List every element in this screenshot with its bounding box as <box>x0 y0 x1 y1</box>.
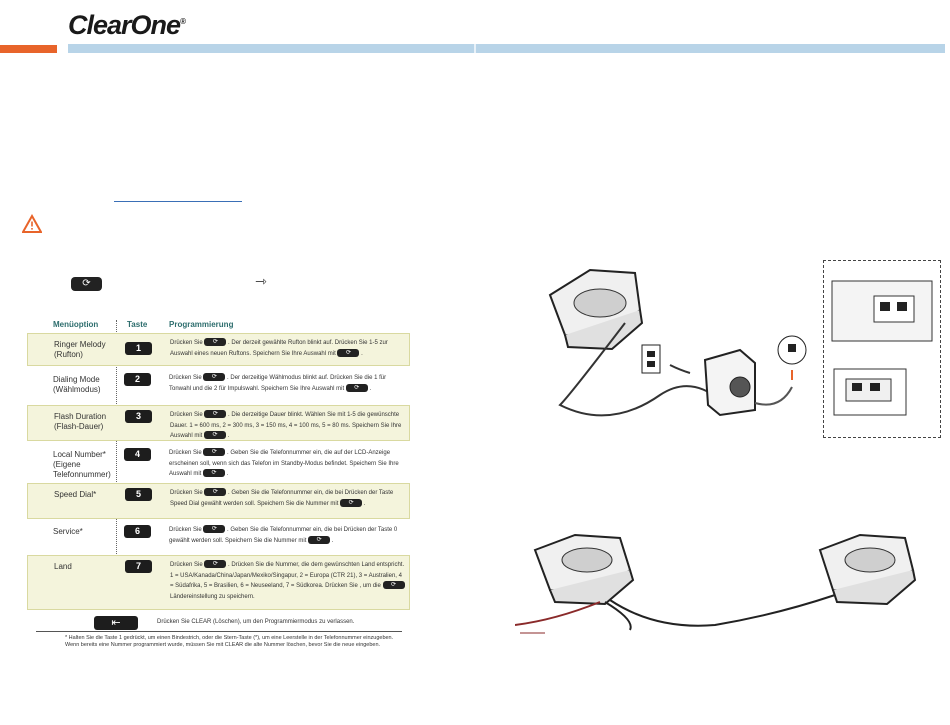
hyperlink-underline[interactable] <box>114 201 242 202</box>
menu-key-icon: ⟳ <box>382 581 405 590</box>
key-badge: 4 <box>124 448 151 461</box>
description-text: 4 = 100 ms, 5 = 80 ms. Speichern Sie Ihr… <box>170 422 402 440</box>
menu-key-icon: ⟳ <box>204 488 227 497</box>
programming-description: Drücken Sie ⟳ . Geben Sie die Telefonnum… <box>170 488 406 509</box>
key-badge: 2 <box>124 373 151 386</box>
accent-bar <box>0 45 57 53</box>
table-row: Service* 6 Drücken Sie ⟳ . Geben Sie die T… <box>27 521 410 553</box>
key-badge: 7 <box>125 560 152 573</box>
clear-instruction: Drücken Sie CLEAR (Löschen), um den Prog… <box>157 619 355 625</box>
daisy-chain-diagram <box>515 533 917 634</box>
description-text: 2 = Europa (CTR 21), 3 = Australien, 4 =… <box>170 572 402 590</box>
header-key: Taste <box>127 320 148 329</box>
programming-description: Drücken Sie ⟳ . Die derzeitige Dauer bli… <box>170 410 406 442</box>
description-text: auf der LCD-Anzeige erscheinen soll, wen… <box>169 450 391 467</box>
column-divider <box>116 320 117 610</box>
description-text: Drücken Sie <box>170 562 203 568</box>
header-bar <box>68 44 945 53</box>
enter-arrow-icon: ⇾ <box>255 273 267 289</box>
menu-key-icon: ⟳ <box>204 410 227 419</box>
footnote: * Halten Sie die Taste 1 gedrückt, um ei… <box>65 635 394 648</box>
description-text: 1-5 die gewünschte Dauer. 1 = 600 ms, 2 … <box>170 412 400 429</box>
description-text: . <box>227 433 230 439</box>
description-text: Drücken Sie <box>169 375 202 381</box>
clearone-logo: ClearOne® <box>68 10 186 40</box>
description-text: Speichern Sie die Nummer mit <box>257 500 339 507</box>
table-row: Land 7 Drücken Sie ⟳ . Drücken Sie die Num… <box>27 555 410 610</box>
description-text: Land entspricht. 1 = USA/Kanada/China/Ja… <box>170 562 405 579</box>
menu-option: Land <box>54 562 72 571</box>
footnote-rule <box>36 631 402 632</box>
menu-option: Service* <box>53 527 83 536</box>
menu-key-icon: ⟳ <box>340 498 363 507</box>
programming-description: Drücken Sie ⟳ . Geben Sie die Telefonnum… <box>169 448 405 480</box>
menu-key-icon: ⟳ <box>203 373 226 382</box>
menu-key-icon: ⟳ <box>204 560 227 569</box>
table-row: Local Number* (Eigene Telefonnummer) 4 Drü… <box>27 444 410 482</box>
description-text: . Die derzeitige Dauer blinkt. Wählen Si… <box>228 412 346 418</box>
description-text: Nummer mit <box>273 537 307 544</box>
table-row: Speed Dial* 5 Drücken Sie ⟳ . Geben Sie di… <box>27 483 410 519</box>
warning-icon <box>21 213 43 239</box>
menu-option: Speed Dial* <box>54 490 97 499</box>
programming-description: Drücken Sie ⟳ . Drücken Sie die Nummer, … <box>170 560 406 602</box>
menu-option: Flash Duration (Flash-Dauer) <box>54 412 107 431</box>
menu-key-icon: ⟳ <box>337 348 360 357</box>
key-badge: 5 <box>125 488 152 501</box>
description-text: . <box>369 385 372 392</box>
menu-key-icon: ⟳ <box>203 469 226 478</box>
description-text: . <box>361 350 363 357</box>
description-text: . Drücken Sie die Nummer, die dem gewüns… <box>228 562 360 568</box>
menu-key-icon: ⟳ <box>204 338 227 347</box>
header-programming: Programmierung <box>169 320 234 329</box>
key-badge: 1 <box>125 342 152 355</box>
description-text: . Geben Sie die Telefonnummer ein, die b… <box>227 527 342 533</box>
programming-description: Drücken Sie ⟳ . Der derzeitige Wählmodus… <box>169 373 405 394</box>
table-row: Flash Duration (Flash-Dauer) 3 Drücken Sie… <box>27 405 410 441</box>
description-text: Drücken Sie <box>170 490 203 496</box>
connection-diagram-top <box>548 268 807 417</box>
clear-key-icon: ⇤ <box>94 616 138 630</box>
table-row: Dialing Mode (Wählmodus) 2 Drücken Sie ⟳ .… <box>27 369 410 403</box>
table-row: Ringer Melody (Rufton) 1 Drücken Sie ⟳ . D… <box>27 333 410 366</box>
description-text: . <box>363 500 366 507</box>
description-text: . Der derzeitige Wählmodus blinkt auf. D… <box>227 375 353 381</box>
menu-option: Local Number* (Eigene Telefonnummer) <box>53 450 111 479</box>
jack-detail-box <box>823 260 941 438</box>
description-text: Ländereinstellung zu speichern. <box>170 593 255 600</box>
menu-key-icon: ⟳ <box>308 535 331 544</box>
programming-description: Drücken Sie ⟳ . Der derzeit gewählte Ruf… <box>170 338 406 359</box>
description-text: , um die <box>359 583 381 589</box>
description-text: Drücken der Taste Speed Dial gewählt wer… <box>170 490 394 507</box>
description-text: . Geben Sie die Telefonnummer ein, die <box>227 450 333 456</box>
description-text: . <box>226 471 229 477</box>
description-text: . Geben Sie die Telefonnummer ein, die b… <box>228 490 343 496</box>
description-text: . <box>331 537 334 544</box>
description-text: Drücken Sie <box>169 527 202 533</box>
menu-key-icon: ⟳ <box>345 383 368 392</box>
description-text: Drücken Sie <box>169 450 202 456</box>
key-badge: 3 <box>125 410 152 423</box>
menu-key-icon: ⟳ <box>203 525 226 534</box>
key-badge: 6 <box>124 525 151 538</box>
header-menu-option: Menüoption <box>53 320 99 329</box>
description-text: Auswahl mit <box>311 385 345 392</box>
menu-key-icon: ⟳ <box>203 448 226 457</box>
description-text: Ihre Auswahl mit <box>291 350 336 357</box>
description-text: Standby-Modus befindet. Speichern Sie Ih… <box>169 460 399 478</box>
description-text: Drücken Sie 1-5 zur Auswahl eines neuen … <box>170 340 388 357</box>
menu-option: Ringer Melody (Rufton) <box>54 340 106 359</box>
menu-option: Dialing Mode (Wählmodus) <box>53 375 101 394</box>
description-text: Drücken der Taste 0 gewählt werden soll.… <box>169 527 398 544</box>
programming-description: Drücken Sie ⟳ . Geben Sie die Telefonnum… <box>169 525 405 546</box>
description-text: Drücken Sie <box>170 340 203 346</box>
description-text: Drücken Sie <box>170 412 203 418</box>
menu-key-icon: ⟳ <box>71 277 102 291</box>
menu-key-icon: ⟳ <box>204 431 227 440</box>
description-text: . Der derzeit gewählte Rufton blinkt auf… <box>228 340 334 346</box>
description-text: Sie die 1 für Tonwahl und die 2 für Impu… <box>169 375 387 392</box>
description-text: 6 = Neuseeland, 7 = Südkorea. Drücken Si… <box>240 583 358 589</box>
